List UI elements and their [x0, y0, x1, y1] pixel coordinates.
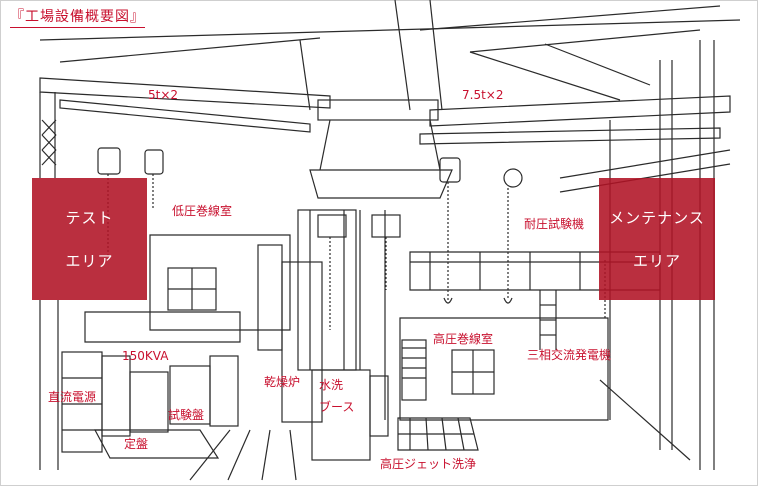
label-high-voltage-winding: 高圧巻線室: [433, 332, 494, 346]
label-low-voltage-winding: 低圧巻線室: [172, 204, 233, 218]
maintenance-area-line2: エリア: [632, 252, 681, 270]
diagram-title: 『工場設備概要図』: [10, 6, 145, 28]
wash-booth: [311, 369, 389, 461]
floor-rails: [189, 379, 691, 481]
label-dc-power: 直流電源: [48, 390, 97, 404]
label-wash-line1: 水洗: [319, 378, 344, 392]
left-crane-girder: [39, 77, 331, 178]
label-withstand-tester: 耐圧試験機: [524, 217, 585, 231]
label-drying-oven: 乾燥炉: [264, 375, 301, 389]
left-truss: [41, 119, 57, 166]
floor-grating: [397, 417, 479, 451]
label-test-panel: 試験盤: [168, 408, 205, 422]
maintenance-area-box: メンテナンス エリア: [599, 178, 715, 300]
roof-structure: [39, 0, 741, 111]
label-three-phase-generator: 三相交流発電機: [527, 348, 612, 362]
test-area-box: テスト エリア: [32, 178, 147, 300]
label-150kva: 150KVA: [122, 349, 169, 363]
high-voltage-room: [399, 317, 609, 421]
test-equipment: [61, 311, 241, 459]
crane-capacity-left: 5t×2: [148, 88, 179, 102]
label-wash-booth: 水洗 ブース: [319, 374, 354, 418]
crane-capacity-right: 7.5t×2: [462, 88, 504, 102]
hoists: [97, 147, 606, 330]
maintenance-area-line1: メンテナンス: [609, 209, 705, 227]
label-fixed-panel: 定盤: [124, 437, 149, 451]
central-gantry: [309, 99, 453, 199]
low-voltage-room: [149, 234, 291, 331]
label-wash-line2: ブース: [319, 400, 355, 414]
test-area-line2: エリア: [65, 252, 114, 270]
label-jet-wash: 高圧ジェット洗浄: [380, 457, 477, 471]
test-area-line1: テスト: [65, 209, 114, 227]
